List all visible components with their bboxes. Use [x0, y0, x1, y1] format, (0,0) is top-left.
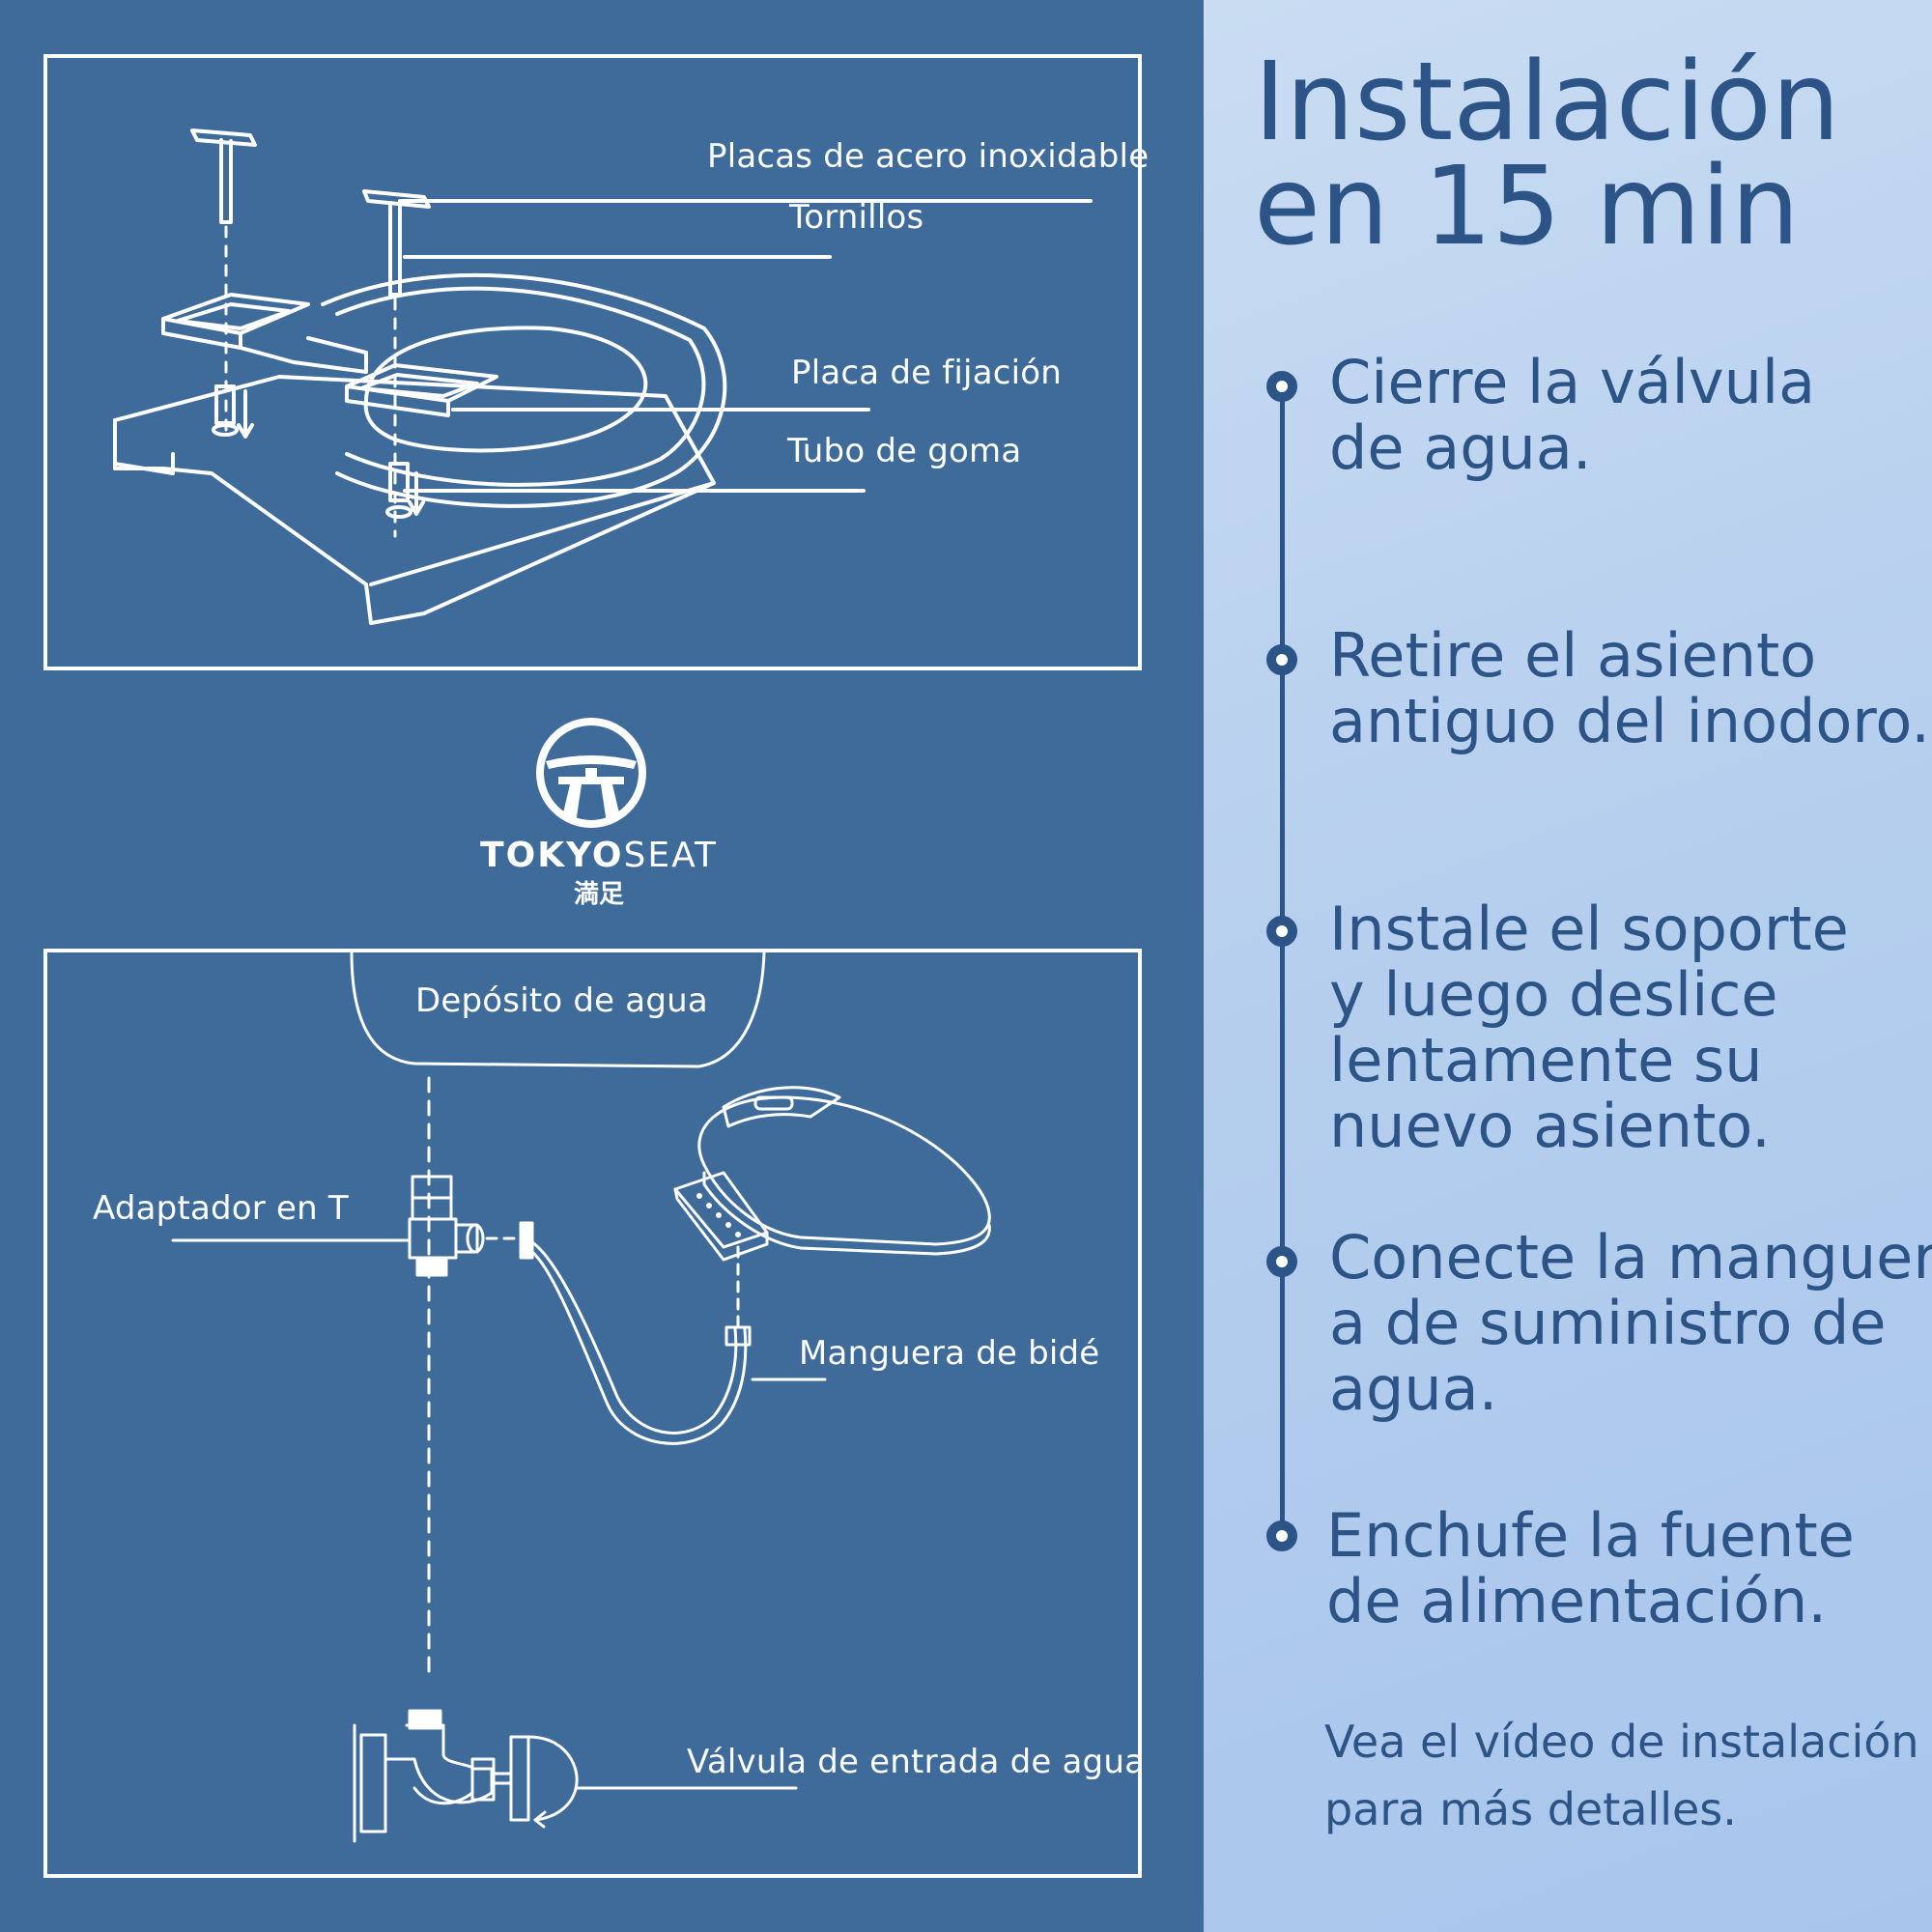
- seat-mounting-diagram: Placas de acero inoxidable Tornillos Pla…: [43, 54, 1149, 670]
- timeline-dot-1: [1266, 371, 1297, 402]
- step-4: Conecte la manguer a de suministro de ag…: [1329, 1222, 1932, 1424]
- tokyoseat-logo: [536, 718, 646, 828]
- video-note: Vea el vídeo de instalación para más det…: [1324, 1716, 1919, 1835]
- label-screws: Tornillos: [789, 198, 924, 237]
- step-1: Cierre la válvula de agua.: [1329, 347, 1816, 483]
- water-connection-illustration: [171, 952, 991, 1843]
- brand-name-light: SEAT: [623, 836, 718, 875]
- step-5: Enchufe la fuente de alimentación.: [1326, 1500, 1855, 1636]
- label-steel-plates: Placas de acero inoxidable: [707, 137, 1150, 176]
- water-connection-diagram: Depósito de agua Adaptador en T Manguera…: [43, 949, 1146, 1878]
- timeline-dot-3: [1266, 916, 1297, 947]
- title-line-1: Instalación: [1254, 40, 1840, 165]
- brand-name: TOKYOSEAT: [454, 836, 744, 875]
- label-t-adapter: Adaptador en T: [93, 1189, 349, 1228]
- timeline-line: [1280, 384, 1285, 1536]
- label-bidet-hose: Manguera de bidé: [799, 1334, 1100, 1373]
- page-title: Instalación en 15 min: [1254, 40, 1840, 270]
- timeline-dot-4: [1266, 1246, 1297, 1277]
- instructions-column: [1204, 0, 1932, 1932]
- step-2: Retire el asiento antiguo del inodoro.: [1329, 620, 1930, 756]
- step-3: Instale el soporte y luego deslice lenta…: [1329, 894, 1849, 1161]
- label-fixing-plate: Placa de fijación: [791, 354, 1063, 392]
- brand-kanji: 満足: [573, 880, 624, 909]
- label-rubber-tube: Tubo de goma: [787, 432, 1022, 470]
- seat-mounting-illustration: [113, 128, 1093, 625]
- label-inlet-valve: Válvula de entrada de agua: [687, 1743, 1146, 1781]
- brand-name-bold: TOKYO: [480, 836, 624, 875]
- timeline-dot-2: [1266, 644, 1297, 675]
- timeline-dot-5: [1266, 1520, 1297, 1551]
- title-line-2: en 15 min: [1254, 144, 1800, 270]
- label-water-tank: Depósito de agua: [415, 981, 708, 1020]
